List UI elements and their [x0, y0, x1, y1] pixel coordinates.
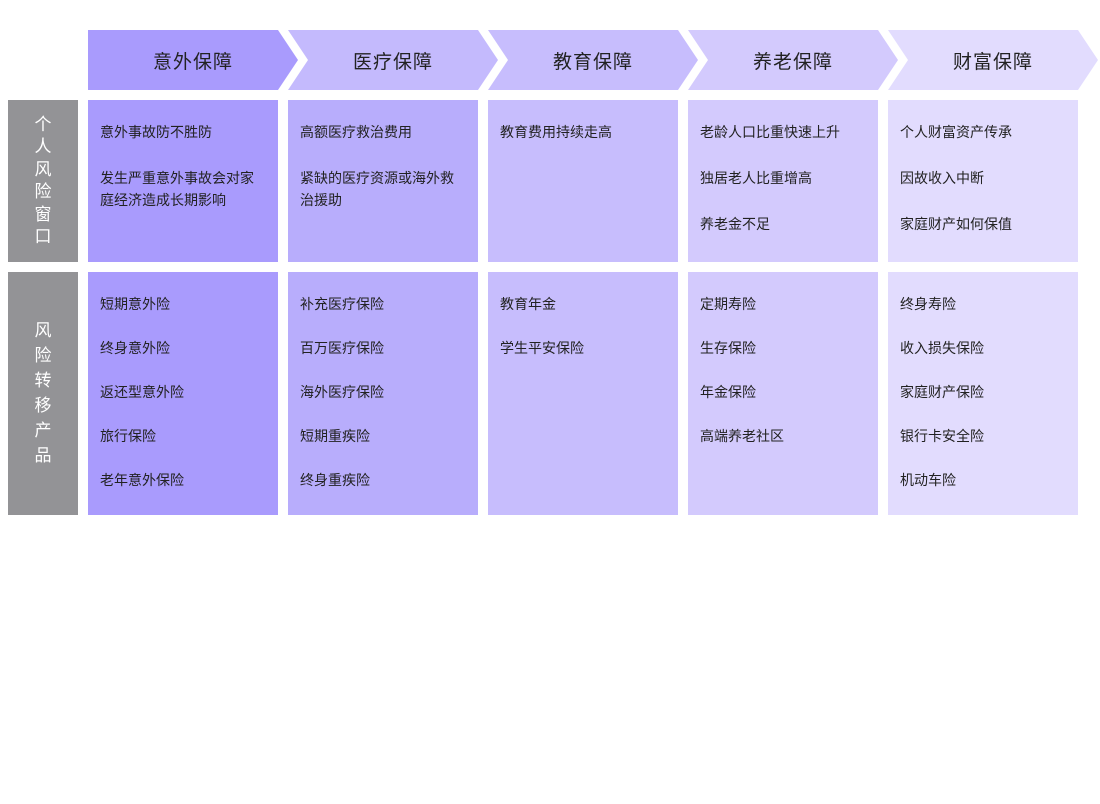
label-char: 转 [34, 370, 52, 391]
header-label: 意外保障 [152, 50, 233, 73]
list-item: 百万医疗保险 [300, 341, 384, 357]
header-arrow-medical: 医疗保障 [288, 30, 498, 90]
label-char: 险 [34, 182, 52, 202]
cell-products-accident: 短期意外险 终身意外险 返还型意外险 旅行保险 老年意外保险 [88, 272, 278, 515]
list-item: 补充医疗保险 [300, 297, 384, 313]
list-item: 独居老人比重增高 [700, 171, 812, 187]
label-char: 产 [34, 420, 52, 441]
list-item: 收入损失保险 [900, 341, 984, 357]
list-item: 银行卡安全险 [900, 429, 984, 445]
header-arrow-education: 教育保障 [488, 30, 698, 90]
list-item: 学生平安保险 [500, 341, 584, 357]
list-item: 家庭财产如何保值 [900, 217, 1012, 233]
list-item: 紧缺的医疗资源或海外救治援助 [300, 171, 454, 209]
list-item: 海外医疗保险 [300, 385, 384, 401]
list-item: 终身寿险 [900, 297, 956, 313]
list-item: 教育费用持续走高 [500, 125, 612, 141]
header-label: 教育保障 [552, 50, 633, 73]
list-item: 老年意外保险 [100, 473, 184, 489]
list-item: 个人财富资产传承 [900, 125, 1012, 141]
label-char: 风 [34, 159, 52, 180]
header-arrow-accident: 意外保障 [88, 30, 298, 90]
label-char: 个 [34, 114, 52, 135]
cell-risk-accident: 意外事故防不胜防 发生严重意外事故会对家庭经济造成长期影响 [88, 100, 278, 262]
list-item: 养老金不足 [700, 217, 770, 233]
cell-risk-pension: 老龄人口比重快速上升 独居老人比重增高 养老金不足 [688, 100, 878, 262]
list-item: 高额医疗救治费用 [300, 125, 412, 141]
cell-products-pension: 定期寿险 生存保险 年金保险 高端养老社区 [688, 272, 878, 515]
list-item: 生存保险 [700, 341, 756, 357]
chevron-shape [288, 30, 498, 90]
header-label: 养老保障 [752, 50, 833, 73]
list-item: 旅行保险 [100, 429, 156, 445]
list-item: 返还型意外险 [100, 385, 184, 401]
list-item: 高端养老社区 [700, 429, 784, 445]
cell-risk-medical: 高额医疗救治费用 紧缺的医疗资源或海外救治援助 [288, 100, 478, 262]
label-char: 险 [34, 345, 52, 366]
list-item: 因故收入中断 [900, 171, 984, 187]
list-item: 机动车险 [900, 473, 956, 489]
cell-risk-wealth: 个人财富资产传承 因故收入中断 家庭财产如何保值 [888, 100, 1078, 262]
label-char: 移 [34, 395, 52, 416]
header-label: 医疗保障 [352, 50, 433, 73]
label-char: 人 [34, 137, 52, 157]
chevron-shape [888, 30, 1098, 90]
row-label-personal-risk: 个 人 风 险 窗 口 [8, 100, 78, 262]
cell-risk-education: 教育费用持续走高 [488, 100, 678, 262]
list-item: 终身重疾险 [300, 473, 370, 489]
list-item: 定期寿险 [700, 297, 756, 313]
chevron-shape [688, 30, 898, 90]
label-char: 品 [34, 445, 52, 466]
chevron-shape [488, 30, 698, 90]
list-item: 老龄人口比重快速上升 [700, 125, 840, 141]
header-arrow-wealth: 财富保障 [888, 30, 1098, 90]
label-char: 风 [34, 320, 52, 341]
list-item: 年金保险 [700, 385, 756, 401]
list-item: 短期重疾险 [300, 429, 370, 445]
label-char: 窗 [34, 204, 52, 225]
cell-products-wealth: 终身寿险 收入损失保险 家庭财产保险 银行卡安全险 机动车险 [888, 272, 1078, 515]
chevron-shape [88, 30, 298, 90]
list-item: 教育年金 [500, 297, 556, 313]
list-item: 家庭财产保险 [900, 385, 984, 401]
list-item: 发生严重意外事故会对家庭经济造成长期影响 [100, 171, 254, 209]
row-label-risk-transfer-products: 风 险 转 移 产 品 [8, 272, 78, 515]
cell-products-education: 教育年金 学生平安保险 [488, 272, 678, 515]
cell-products-medical: 补充医疗保险 百万医疗保险 海外医疗保险 短期重疾险 终身重疾险 [288, 272, 478, 515]
list-item: 意外事故防不胜防 [100, 125, 212, 141]
header-label: 财富保障 [952, 50, 1033, 73]
label-char: 口 [34, 227, 52, 247]
list-item: 终身意外险 [100, 341, 170, 357]
header-arrow-pension: 养老保障 [688, 30, 898, 90]
list-item: 短期意外险 [100, 297, 170, 313]
